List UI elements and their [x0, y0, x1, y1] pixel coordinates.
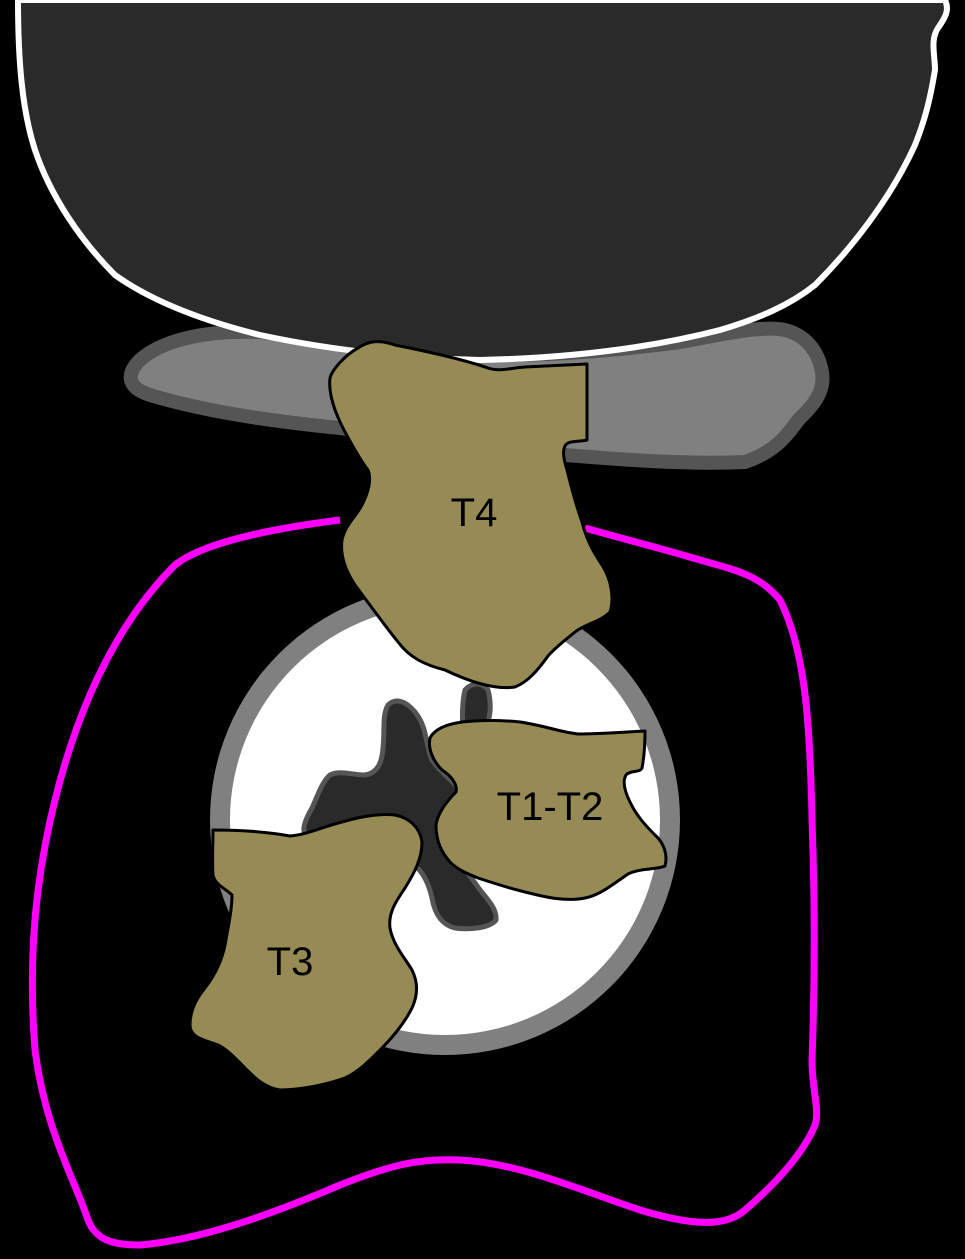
label-t1-t2: T1-T2	[497, 785, 604, 829]
label-t4: T4	[451, 491, 498, 535]
label-t3: T3	[267, 940, 314, 984]
